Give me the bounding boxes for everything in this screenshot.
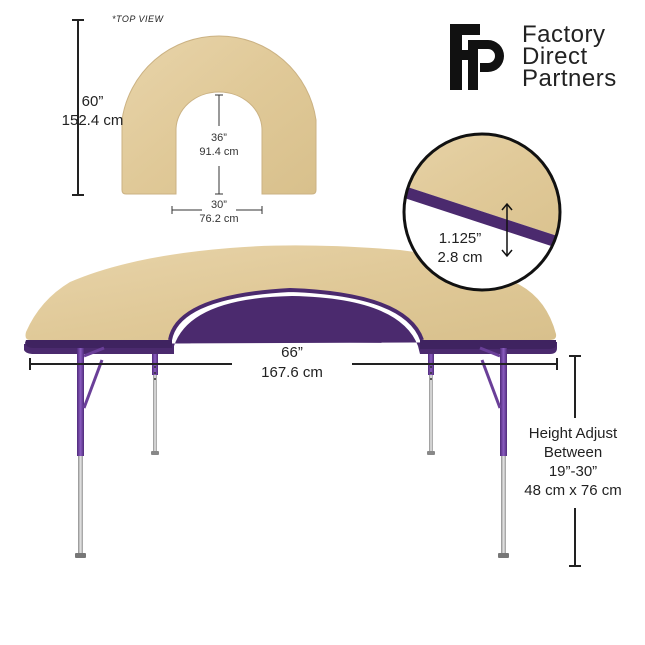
back-legs [151,345,435,455]
top-view-label: *TOP VIEW [112,14,164,24]
inner-width-dimension [171,206,263,214]
brand-name-line-3: Partners [522,65,617,92]
inner-width-cm: 76.2 cm [199,213,239,225]
top-view-shape [121,35,317,195]
top-view-height-cm: 152.4 cm [61,112,124,129]
inner-depth-dimension [215,94,223,195]
height-adjust-line-3: 19”-30” [548,463,598,480]
top-view-height-in: 60” [81,93,104,110]
inner-width-in: 30” [211,199,227,211]
height-adjust-dimension [569,355,581,567]
height-adjust-line-2: Between [543,444,603,461]
brand-name-line-1: Factory [522,21,606,48]
top-view-height-dimension [72,19,84,196]
brand-name-line-2: Direct [522,43,588,70]
edge-thickness-in: 1.125” [438,230,482,247]
table-width-dimension [29,358,558,370]
tabletop [24,245,557,354]
table-width-in: 66” [281,344,303,361]
table-width-cm: 167.6 cm [261,364,323,381]
front-legs [75,346,509,558]
height-adjust-line-1: Height Adjust [528,425,618,442]
inner-depth-in: 36” [211,132,227,144]
edge-thickness-cm: 2.8 cm [437,249,483,266]
fdp-logo-mark [450,24,504,90]
height-adjust-line-4: 48 cm x 76 cm [524,482,622,499]
inner-depth-cm: 91.4 cm [199,146,239,158]
